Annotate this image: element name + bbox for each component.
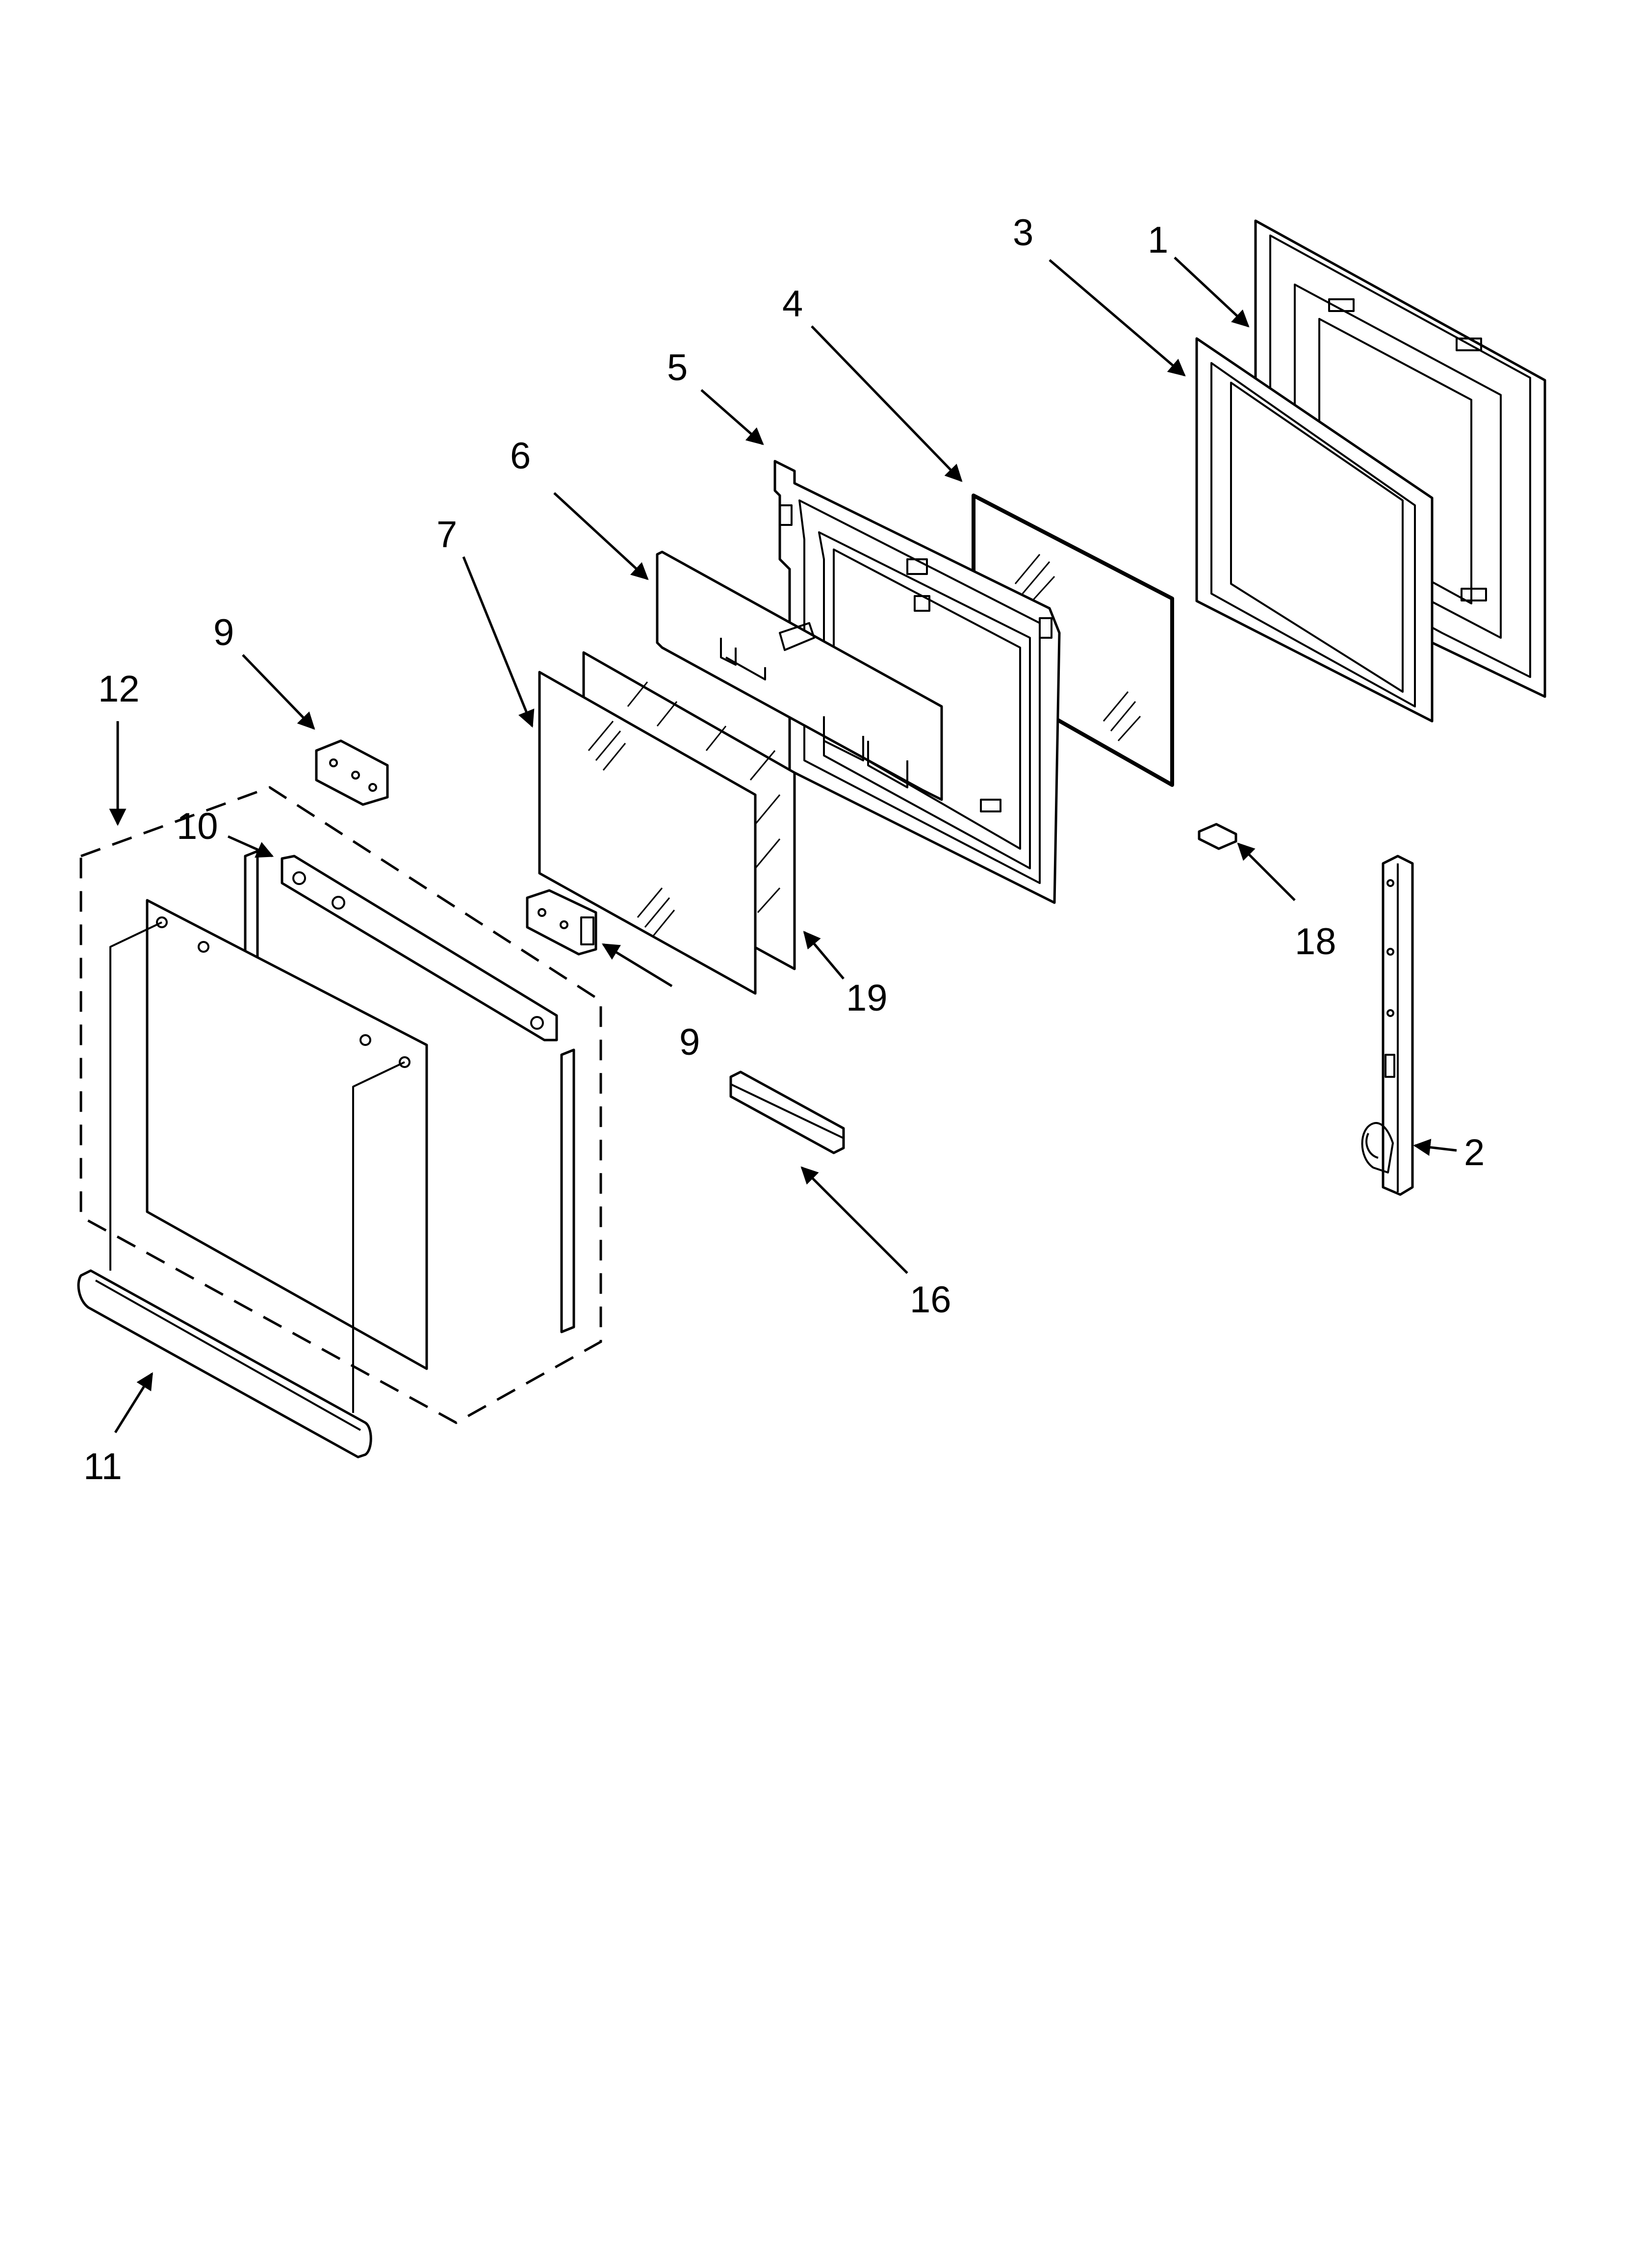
callout-16: 16 — [910, 1279, 951, 1321]
leader-lines — [109, 257, 1457, 1434]
alignment-lines — [109, 921, 405, 1413]
outer-door-panel — [146, 899, 428, 1370]
part-11-handle — [77, 1269, 372, 1459]
callout-18: 18 — [1295, 921, 1336, 963]
callout-12: 12 — [98, 668, 140, 710]
part-2-hinge-arm — [1361, 855, 1414, 1196]
part-10-top-trim — [281, 855, 558, 1042]
callout-labels: 1 2 3 4 5 6 7 9 9 10 11 12 16 18 19 — [83, 212, 1485, 1487]
callout-6: 6 — [510, 435, 531, 477]
side-trim-left — [244, 850, 259, 963]
callout-1: 1 — [1148, 219, 1168, 261]
callout-4: 4 — [782, 283, 803, 325]
part-16-trim-strip — [729, 1070, 845, 1154]
part-18-clip — [1198, 823, 1237, 850]
callout-2: 2 — [1464, 1132, 1485, 1173]
part-5-liner-frame — [773, 460, 1061, 904]
part-12-door-assembly-outline — [79, 786, 602, 1424]
callout-7: 7 — [436, 514, 457, 555]
part-6-insulation-shield — [656, 550, 943, 801]
callout-9-lower: 9 — [679, 1021, 700, 1063]
part-9-bracket-lower — [526, 889, 597, 956]
part-9-bracket-upper — [315, 739, 389, 806]
callout-10: 10 — [177, 806, 218, 847]
callout-3: 3 — [1013, 212, 1033, 254]
callout-9-upper: 9 — [213, 612, 234, 653]
callout-5: 5 — [667, 347, 688, 389]
side-trim-right — [560, 1048, 575, 1333]
callout-19: 19 — [846, 977, 888, 1019]
callout-11: 11 — [83, 1446, 122, 1487]
part-7-glass-panel — [538, 671, 757, 995]
part-3-inner-frame — [1195, 337, 1434, 723]
